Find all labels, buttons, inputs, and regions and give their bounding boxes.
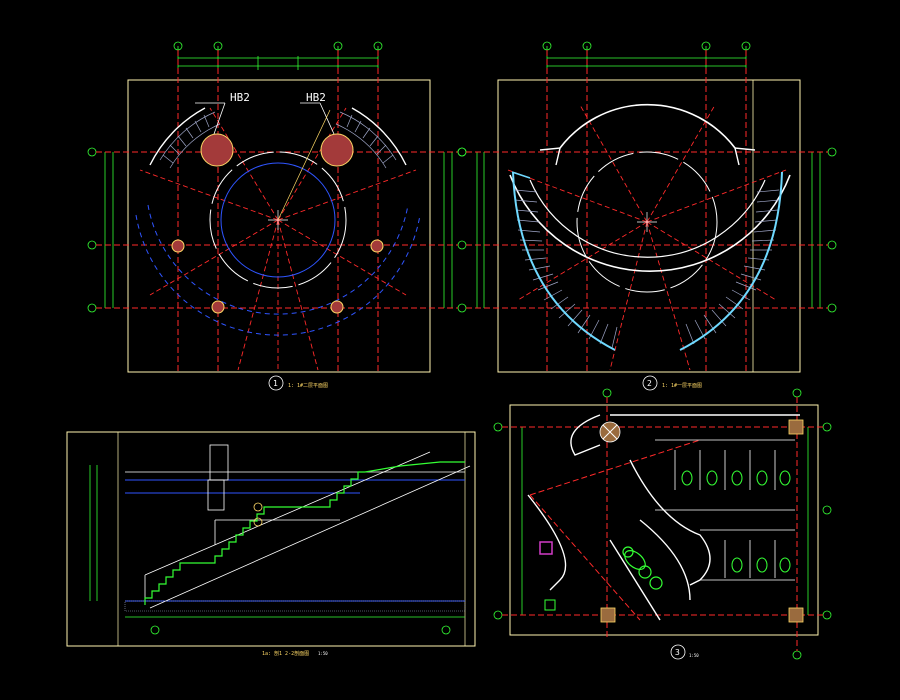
plan1-outer-arc-1 (147, 204, 409, 315)
plan1-axis-grid (96, 50, 458, 372)
plan2-outline-inner (529, 179, 766, 258)
toilet-axis-grid (502, 397, 823, 651)
section-level-lines (125, 479, 465, 602)
plan1-title: 1: 1#二层平面图 (288, 383, 328, 389)
toilet-title-number: 3 (675, 648, 680, 657)
plan1-outer-arc-2 (135, 214, 421, 336)
section-ground (124, 600, 466, 612)
plan2-outline-outer (509, 174, 791, 272)
plan2-title-bubble (642, 375, 658, 391)
plan2-title-number: 2 (647, 379, 652, 388)
section-structure (125, 444, 465, 601)
plan2-center-mark (637, 212, 657, 232)
toilet-title-bubble (670, 644, 686, 660)
plan1-axis-bubbles-top (173, 41, 383, 51)
plan1-inner-circle (220, 162, 336, 278)
plan2-title: 1: 1#一层平面图 (662, 383, 702, 389)
toilet-green-marker (544, 599, 556, 611)
plan1-callouts: HB2 HB2 (195, 91, 335, 135)
plan1-top-dimensions (177, 46, 379, 70)
toilet-magenta-marker (539, 541, 553, 555)
callout-hb2-right: HB2 (306, 91, 326, 104)
plan1-stair-right (335, 111, 397, 169)
section-dimensions (89, 465, 465, 635)
toilet-scale: 1:50 (689, 653, 699, 658)
plan1-stair-left (159, 111, 221, 169)
toilet-columns (600, 419, 804, 623)
toilet-partitions (655, 439, 795, 581)
plan2-axis-grid (466, 50, 828, 372)
plan1-radial-lines (139, 107, 417, 372)
section-lower-left: 1a: 剖1 2-2剖面图 1:50 (66, 431, 476, 657)
toilet-dimensions (493, 388, 832, 660)
toilet-feature-column (599, 421, 621, 443)
toilet-fixtures (681, 470, 791, 573)
section-stair-steps (144, 461, 465, 605)
section-title: 1a: 剖1 2-2剖面图 (262, 650, 309, 657)
plan2-outline-top (559, 103, 736, 149)
plan-1-upper-left: HB2 HB2 1 1: 1#二层平面图 (87, 41, 467, 391)
plan1-mid-circle (209, 151, 347, 289)
callout-hb2-left: HB2 (230, 91, 250, 104)
plan1-title-number: 1 (273, 379, 278, 388)
toilet-sinks (622, 546, 663, 590)
toilet-curved-walls (527, 414, 800, 621)
plan-2-upper-right: 2 1: 1#一层平面图 (457, 41, 837, 391)
plan1-title-bubble (268, 375, 284, 391)
plan2-inner-circle (576, 151, 718, 293)
section-scale: 1:50 (318, 651, 328, 656)
plan1-columns (171, 133, 384, 314)
plan1-center-mark (268, 109, 331, 230)
section-callouts (253, 502, 263, 527)
plan2-radial-lines (507, 104, 787, 371)
toilet-plan-lower-right: 3 1:50 (493, 388, 832, 660)
